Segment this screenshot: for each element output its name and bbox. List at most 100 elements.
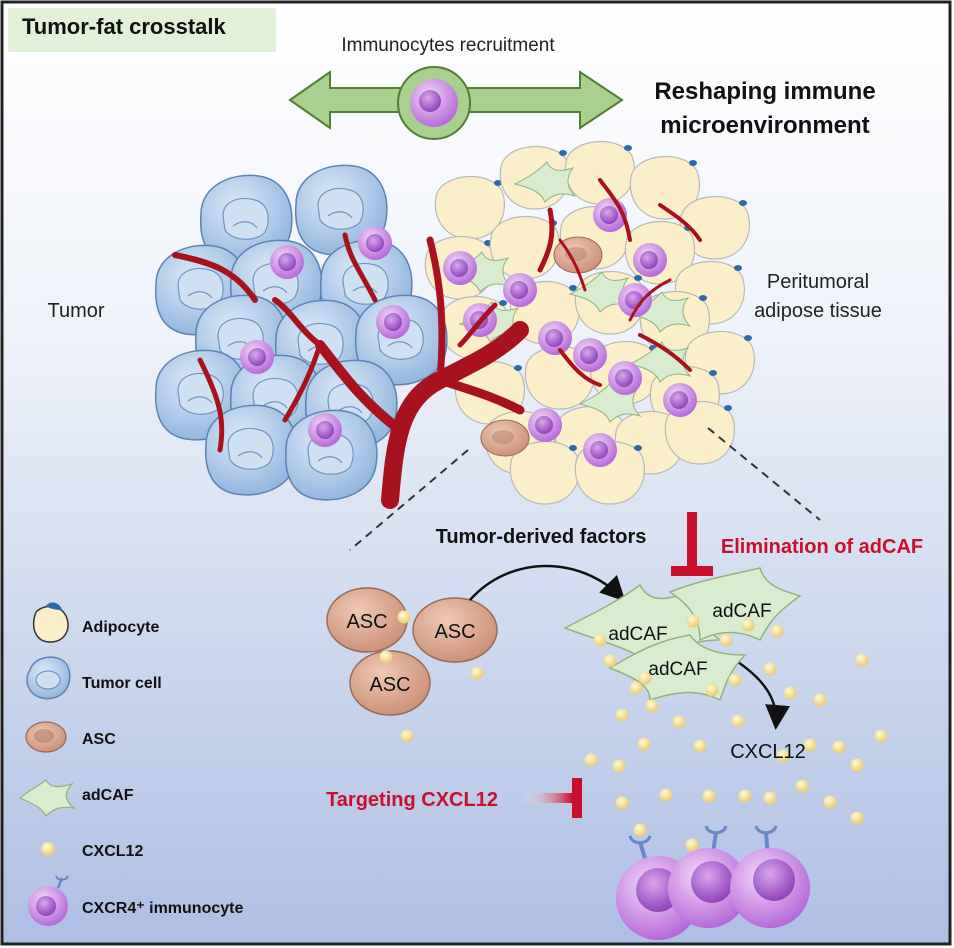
asc-cluster: ASC ASC ASC [326, 587, 498, 716]
secretion-arrow [734, 658, 791, 730]
adcaf-label-2: adCAF [712, 601, 771, 622]
cxcl12-dot [728, 673, 742, 687]
cxcl12-dot [763, 662, 777, 676]
elimination-label: Elimination of adCAF [721, 536, 923, 558]
cxcl12-dot [638, 671, 652, 685]
asc-cell [349, 650, 431, 716]
tumor-derived-factors-label: Tumor-derived factors [436, 526, 647, 548]
cxcl12-dot [659, 788, 673, 802]
cxcl12-molecules [379, 610, 888, 852]
cxcr4-immunocytes [616, 825, 810, 940]
cxcl12-dot [776, 749, 790, 763]
reshaping-label-line2: microenvironment [660, 112, 869, 139]
cxcl12-dot [629, 681, 643, 695]
cxcl12-dot [685, 838, 699, 852]
adcaf-cell [448, 251, 512, 293]
cxcl12-dot [803, 738, 817, 752]
asc-label-3: ASC [369, 674, 410, 696]
reshaping-label-line1: Reshaping immune [654, 78, 875, 105]
cxcl12-dot [397, 610, 411, 624]
cxcl12-dot [770, 624, 784, 638]
asc-icon [25, 721, 67, 753]
cxcl12-dot [874, 729, 888, 743]
cxcl12-dot [612, 759, 626, 773]
adcaf-cell [668, 567, 802, 642]
cxcl12-dot [738, 789, 752, 803]
diagram-title: Tumor-fat crosstalk [22, 14, 226, 39]
peritumoral-label-line1: Peritumoral [767, 271, 869, 293]
asc-label-2: ASC [434, 621, 475, 643]
cxcl12-dot [593, 633, 607, 647]
cxcl12-dot [823, 795, 837, 809]
tumor-cell-icon [26, 656, 71, 700]
asc-cell [412, 597, 498, 663]
cxcl12-dot [693, 739, 707, 753]
cxcl12-dot [850, 758, 864, 772]
cxcl12-dot [637, 737, 651, 751]
targeting-label: Targeting CXCL12 [326, 789, 498, 811]
immunocyte-cell [730, 825, 810, 928]
peritumoral-adipose-tissue [424, 141, 756, 505]
cxcl12-dot [400, 729, 414, 743]
recruitment-arrow [288, 66, 624, 140]
cxcl12-dot [672, 715, 686, 729]
adipocyte-cell [434, 176, 506, 240]
cxcl12-dot [603, 654, 617, 668]
differentiation-arrow [469, 564, 626, 602]
cxcl12-dot [702, 789, 716, 803]
cxcl12-dot [783, 686, 797, 700]
cxcl12-dot [615, 708, 629, 722]
legend-label-asc: ASC [82, 731, 116, 748]
legend-label-tumor-cell: Tumor cell [82, 675, 162, 692]
cxcl12-dot [813, 693, 827, 707]
cxcl12-dot [686, 614, 700, 628]
title-badge [8, 8, 276, 52]
adcaf-cell [628, 291, 692, 333]
adcaf-icon [18, 779, 77, 818]
tumor-cell [204, 404, 298, 496]
asc-label-1: ASC [346, 611, 387, 633]
blood-vessels [172, 178, 702, 509]
legend-label-cxcl12: CXCL12 [82, 843, 143, 860]
cxcl12-dot [855, 653, 869, 667]
cxcl12-dot [633, 823, 647, 837]
legend-label-adcaf: adCAF [82, 787, 134, 804]
cxcl12-dot [705, 683, 719, 697]
adcaf-label-1: adCAF [608, 624, 667, 645]
adipocyte-cell [564, 141, 636, 205]
cxcr4-immunocyte-icon [28, 875, 69, 926]
adipocyte-cell [679, 196, 751, 260]
cxcl12-dot [832, 740, 846, 754]
adipocyte-icon [32, 602, 69, 643]
zoom-line-left [349, 449, 469, 551]
legend-icons [18, 602, 77, 926]
zoom-line-right [707, 427, 821, 521]
cxcl12-label: CXCL12 [730, 741, 806, 763]
peritumoral-label-line2: adipose tissue [754, 300, 882, 322]
cxcl12-dot [763, 791, 777, 805]
adcaf-cell [513, 161, 577, 203]
cxcl12-dot [379, 650, 393, 664]
elimination-inhibitor [671, 512, 713, 576]
cxcl12-dot [719, 633, 733, 647]
targeting-inhibitor [520, 778, 582, 818]
legend-label-adipocyte: Adipocyte [82, 619, 159, 636]
cxcl12-dot [731, 714, 745, 728]
tumor-label: Tumor [47, 300, 104, 322]
cxcl12-dot [584, 753, 598, 767]
immunocyte-cell [668, 825, 748, 928]
cxcl12-dot [741, 618, 755, 632]
immunocytes-recruitment-label: Immunocytes recruitment [341, 35, 555, 56]
legend-label-cxcr4-immunocyte: CXCR4⁺ immunocyte [82, 900, 243, 917]
adcaf-label-3: adCAF [648, 659, 707, 680]
cxcl12-dot [850, 811, 864, 825]
cxcl12-dot [470, 666, 484, 680]
adipocyte-cell [664, 401, 736, 465]
cxcl12-dot [795, 779, 809, 793]
adipocyte-cell [509, 441, 581, 505]
cxcl12-dot [645, 699, 659, 713]
cxcl12-dot [615, 796, 629, 810]
